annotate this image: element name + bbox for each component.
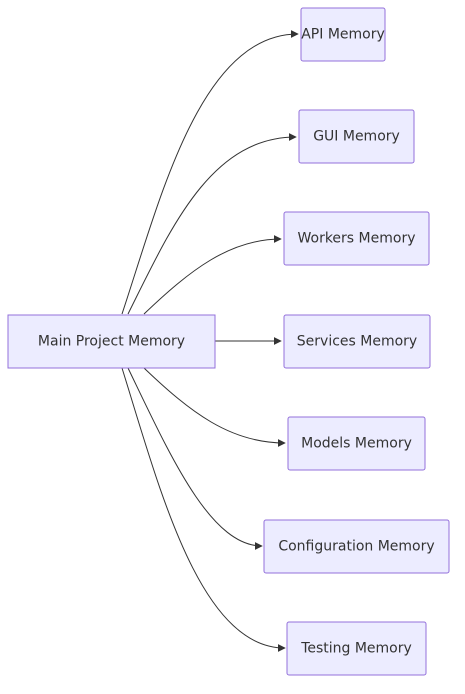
node-gui-memory[interactable]: GUI Memory	[298, 109, 415, 164]
node-label-gui-memory: GUI Memory	[313, 129, 400, 145]
edge-to-api-memory	[121, 30, 299, 315]
edge-to-configuration-memory	[127, 367, 263, 550]
node-models-memory[interactable]: Models Memory	[287, 416, 426, 471]
node-label-services-memory: Services Memory	[297, 334, 417, 350]
node-label-api-memory: API Memory	[301, 27, 385, 43]
node-api-memory[interactable]: API Memory	[300, 7, 386, 62]
edge-to-gui-memory	[127, 133, 297, 315]
node-testing-memory[interactable]: Testing Memory	[286, 621, 427, 676]
node-label-testing-memory: Testing Memory	[300, 641, 412, 657]
node-workers-memory[interactable]: Workers Memory	[283, 211, 430, 266]
node-configuration-memory[interactable]: Configuration Memory	[263, 519, 450, 574]
node-label-models-memory: Models Memory	[301, 436, 412, 452]
edges	[121, 30, 299, 652]
node-label-configuration-memory: Configuration Memory	[278, 539, 434, 555]
node-services-memory[interactable]: Services Memory	[283, 314, 431, 369]
node-label-main-project-memory: Main Project Memory	[38, 334, 185, 350]
node-main-project-memory[interactable]: Main Project Memory	[7, 314, 216, 369]
edge-to-models-memory	[143, 367, 286, 447]
edge-to-workers-memory	[143, 235, 282, 315]
node-label-workers-memory: Workers Memory	[297, 231, 415, 247]
edge-to-testing-memory	[121, 367, 286, 652]
